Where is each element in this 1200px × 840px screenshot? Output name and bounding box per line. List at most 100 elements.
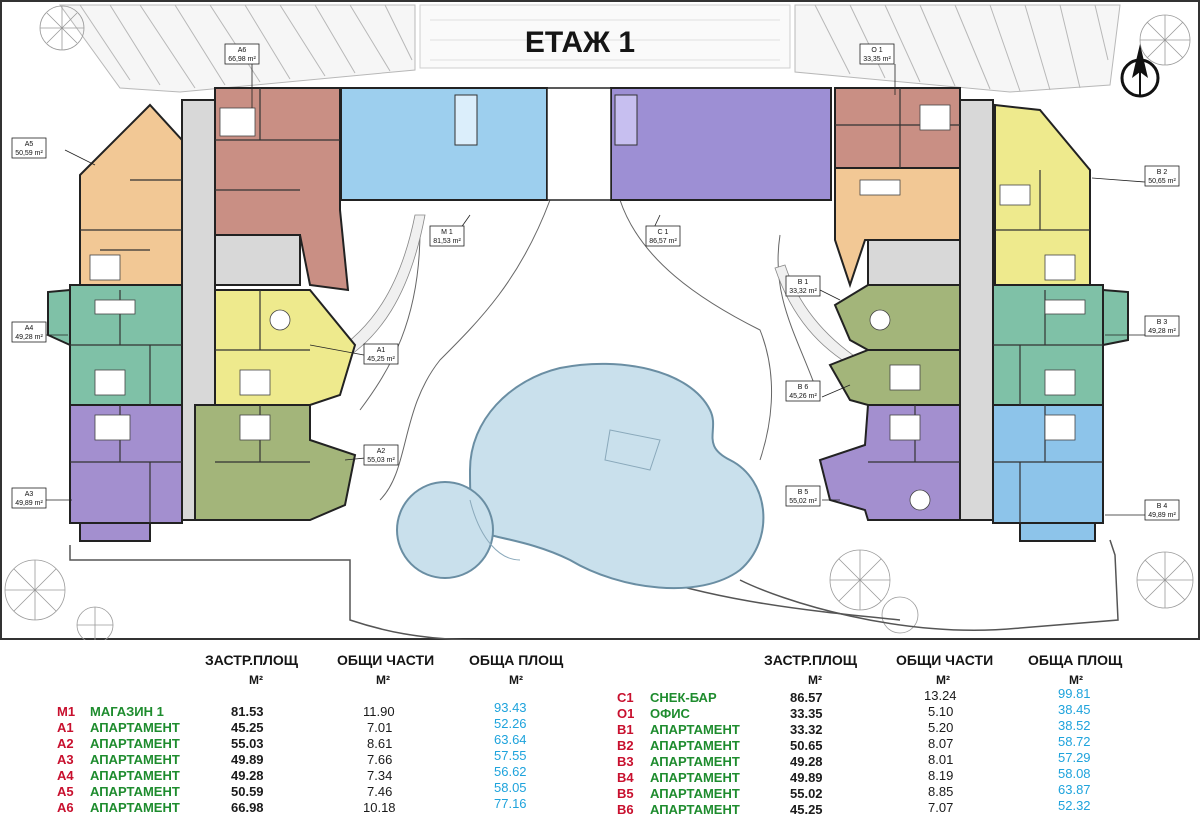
- svg-text:55,03 m²: 55,03 m²: [367, 457, 395, 464]
- svg-text:C 1: C 1: [658, 229, 669, 236]
- row-name: МАГАЗИН 1: [90, 704, 164, 719]
- table-row: B2 АПАРТАМЕНТ 50.65 8.07 58.72: [0, 734, 1200, 754]
- table-row: B5 АПАРТАМЕНТ 55.02 8.85 63.87: [0, 782, 1200, 802]
- table-row: A5 АПАРТАМЕНТ 50.59 7.46 58.05: [0, 780, 600, 800]
- row-total: 58.72: [1058, 734, 1091, 749]
- row-name: АПАРТАМЕНТ: [650, 802, 740, 817]
- row-name: ОФИС: [650, 706, 690, 721]
- row-code: B4: [617, 770, 634, 785]
- right-wing: [818, 87, 1129, 542]
- svg-text:B 6: B 6: [798, 384, 809, 391]
- svg-text:A2: A2: [377, 448, 386, 455]
- right-unit-total: М²: [1069, 673, 1083, 687]
- courtyard-paths: [359, 199, 821, 501]
- table-row: A4 АПАРТАМЕНТ 49.28 7.34 56.62: [0, 764, 600, 784]
- svg-text:O 1: O 1: [871, 47, 882, 54]
- row-total: 93.43: [494, 700, 527, 715]
- svg-text:A1: A1: [377, 347, 386, 354]
- label-c1: C 1 86,57 m²: [645, 225, 681, 247]
- row-total: 38.52: [1058, 718, 1091, 733]
- table-row: B6 АПАРТАМЕНТ 45.25 7.07 52.32: [0, 798, 1200, 818]
- left-unit-total: М²: [509, 673, 523, 687]
- row-name: АПАРТАМЕНТ: [90, 784, 180, 799]
- svg-text:66,98 m²: 66,98 m²: [228, 56, 256, 63]
- right-header-total: ОБЩА ПЛОЩ: [1028, 652, 1123, 668]
- unit-c1: [610, 87, 832, 201]
- label-b4: B 449,89 m²: [1144, 499, 1180, 521]
- row-code: A6: [57, 800, 74, 815]
- row-total: 58.05: [494, 780, 527, 795]
- row-common: 8.61: [367, 736, 393, 751]
- row-built: 33.35: [790, 706, 823, 721]
- row-common: 8.01: [928, 752, 954, 767]
- row-code: B1: [617, 722, 634, 737]
- row-built: 55.02: [790, 786, 823, 801]
- table-row: B3 АПАРТАМЕНТ 49.28 8.01 57.29: [0, 750, 1200, 770]
- label-m1: M 1 81,53 m²: [429, 225, 465, 247]
- row-built: 50.65: [790, 738, 823, 753]
- svg-text:B 2: B 2: [1157, 169, 1168, 176]
- row-code: A5: [57, 784, 74, 799]
- row-common: 7.01: [367, 720, 393, 735]
- row-code: B6: [617, 802, 634, 817]
- left-header-built: ЗАСТР.ПЛОЩ: [205, 652, 299, 668]
- svg-text:55,02 m²: 55,02 m²: [789, 498, 817, 505]
- svg-text:81,53 m²: 81,53 m²: [433, 238, 461, 245]
- plan-border: [0, 0, 1200, 640]
- left-header-common: ОБЩИ ЧАСТИ: [337, 652, 435, 668]
- floor-title: ЕТАЖ 1: [524, 26, 636, 59]
- svg-text:A5: A5: [25, 141, 34, 148]
- row-code: B5: [617, 786, 634, 801]
- row-built: 33.32: [790, 722, 823, 737]
- row-common: 10.18: [363, 800, 396, 815]
- entrance-corridor: [546, 87, 612, 201]
- svg-text:33,32 m²: 33,32 m²: [789, 288, 817, 295]
- label-a5: A5 50,59 m²: [11, 137, 47, 159]
- svg-text:45,26 m²: 45,26 m²: [789, 393, 817, 400]
- svg-text:49,89 m²: 49,89 m²: [1148, 512, 1176, 519]
- furniture: [89, 104, 1086, 511]
- tree-symbols: [4, 5, 1194, 640]
- svg-text:M 1: M 1: [441, 229, 453, 236]
- row-built: 55.03: [231, 736, 264, 751]
- row-code: C1: [617, 690, 634, 705]
- swimming-pool: [396, 362, 765, 590]
- top-terrace: [59, 4, 1121, 93]
- row-built: 49.89: [790, 770, 823, 785]
- svg-text:50,59 m²: 50,59 m²: [15, 150, 43, 157]
- row-total: 63.64: [494, 732, 527, 747]
- svg-text:B 3: B 3: [1157, 319, 1168, 326]
- row-built: 50.59: [231, 784, 264, 799]
- row-name: АПАРТАМЕНТ: [90, 736, 180, 751]
- svg-text:86,57 m²: 86,57 m²: [649, 238, 677, 245]
- table-row: A1 АПАРТАМЕНТ 45.25 7.01 52.26: [0, 716, 600, 736]
- row-total: 99.81: [1058, 686, 1091, 701]
- row-total: 58.08: [1058, 766, 1091, 781]
- svg-text:49,89 m²: 49,89 m²: [15, 500, 43, 507]
- label-o1: O 133,35 m²: [859, 43, 895, 65]
- row-name: АПАРТАМЕНТ: [90, 752, 180, 767]
- planter-arcs: [329, 214, 861, 369]
- svg-text:49,28 m²: 49,28 m²: [15, 334, 43, 341]
- table-row: O1 ОФИС 33.35 5.10 38.45: [0, 702, 1200, 722]
- table-row: B4 АПАРТАМЕНТ 49.89 8.19 58.08: [0, 766, 1200, 786]
- row-code: A1: [57, 720, 74, 735]
- row-code: O1: [617, 706, 635, 721]
- row-built: 81.53: [231, 704, 264, 719]
- table-row: C1 СНЕК-БАР 86.57 13.24 99.81: [0, 686, 1200, 706]
- row-code: B2: [617, 738, 634, 753]
- row-name: АПАРТАМЕНТ: [650, 738, 740, 753]
- label-a2: A2 55,03 m²: [363, 444, 399, 466]
- label-b3: B 349,28 m²: [1144, 315, 1180, 337]
- row-code: A4: [57, 768, 74, 783]
- row-common: 7.34: [367, 768, 393, 783]
- row-name: АПАРТАМЕНТ: [90, 720, 180, 735]
- row-built: 86.57: [790, 690, 823, 705]
- row-common: 8.07: [928, 736, 954, 751]
- row-total: 38.45: [1058, 702, 1091, 717]
- label-b5: B 555,02 m²: [785, 485, 821, 507]
- label-b2: B 250,65 m²: [1144, 165, 1180, 187]
